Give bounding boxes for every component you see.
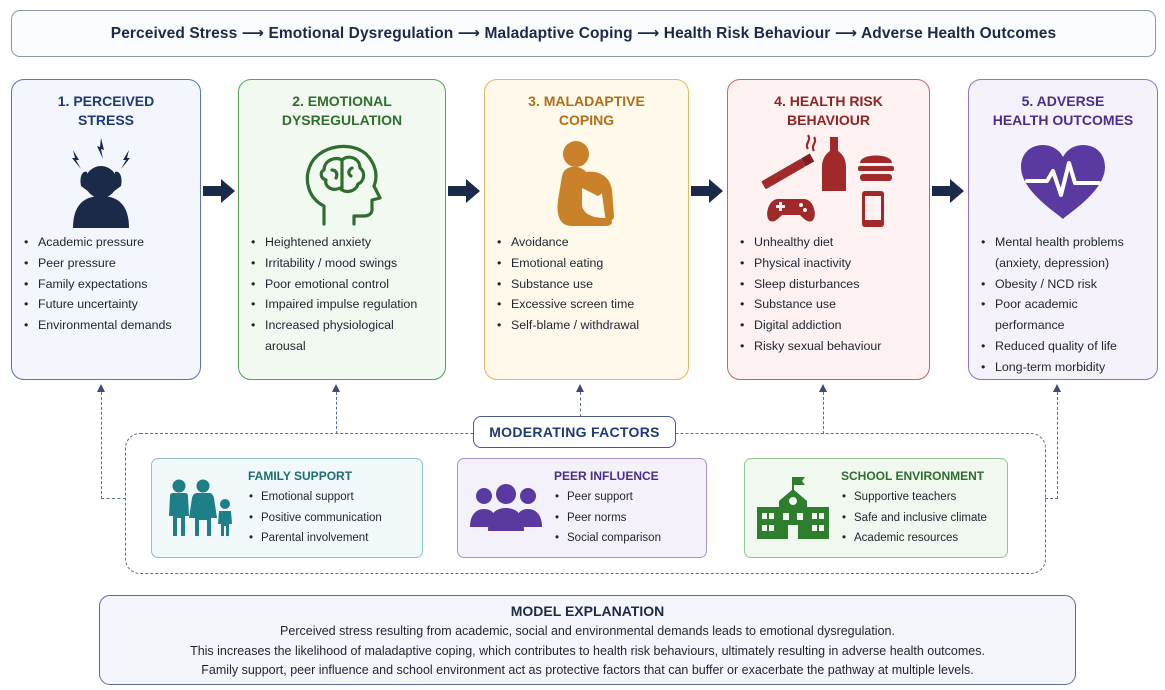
connector-line: [823, 392, 824, 434]
list-item: Physical inactivity: [738, 253, 919, 274]
list-item: Emotional eating: [495, 253, 678, 274]
list-item: Peer norms: [554, 508, 661, 529]
school-building-icon: [757, 477, 829, 539]
list-item: Safe and inclusive climate: [841, 508, 987, 529]
explanation-line: Family support, peer influence and schoo…: [201, 663, 974, 677]
list-item: Social comparison: [554, 528, 661, 549]
brain-head-icon: [305, 144, 382, 226]
list-item: Self-blame / withdrawal: [495, 315, 678, 336]
factor-title: SCHOOL ENVIRONMENT: [841, 469, 985, 484]
list-item: Increased physiological arousal: [249, 315, 435, 357]
arrow-right-icon: [932, 179, 964, 203]
list-item: Risky sexual behaviour: [738, 336, 919, 357]
list-item: Environmental demands: [22, 315, 190, 336]
arrow-right-icon: [203, 179, 235, 203]
list-item: Family expectations: [22, 274, 190, 295]
withdrawn-person-icon: [557, 141, 614, 226]
stage-title: 5. ADVERSE HEALTH OUTCOMES: [992, 93, 1134, 128]
stage-maladaptive-coping: 3. MALADAPTIVE COPING Avoidance Emotiona…: [484, 79, 689, 380]
factor-peer-influence: PEER INFLUENCE Peer support Peer norms S…: [457, 458, 707, 558]
heart-pulse-icon: [1021, 145, 1105, 219]
connector-line: [336, 392, 337, 434]
explanation-line: This increases the likelihood of maladap…: [190, 643, 985, 658]
list-item: Emotional support: [248, 487, 382, 508]
list-item: Unhealthy diet: [738, 232, 919, 253]
risk-behaviours-icon: [761, 134, 894, 227]
list-item: Positive communication: [248, 508, 382, 529]
arrow-up-icon: [97, 384, 105, 392]
connector-line: [101, 392, 102, 499]
list-item: Academic pressure: [22, 232, 190, 253]
stage-title: 2. EMOTIONAL DYSREGULATION: [281, 93, 403, 128]
model-explanation: MODEL EXPLANATION Perceived stress resul…: [99, 595, 1076, 685]
moderating-factors-title: MODERATING FACTORS: [473, 416, 676, 448]
stage-title: 4. HEALTH RISK BEHAVIOUR: [774, 93, 883, 128]
list-item: Supportive teachers: [841, 487, 987, 508]
list-item: Excessive screen time: [495, 294, 678, 315]
explanation-line: Perceived stress resulting from academic…: [280, 624, 895, 638]
list-item: Long-term morbidity: [979, 357, 1147, 378]
connector-line: [1057, 392, 1058, 499]
pathway-banner: Perceived Stress ⟶ Emotional Dysregulati…: [11, 10, 1156, 57]
arrow-up-icon: [1053, 384, 1061, 392]
stressed-person-icon: [72, 138, 130, 228]
list-item: Peer support: [554, 487, 661, 508]
list-item: Poor emotional control: [249, 274, 435, 295]
list-item: Substance use: [495, 274, 678, 295]
stage-adverse-health-outcomes: 5. ADVERSE HEALTH OUTCOMES Mental health…: [968, 79, 1158, 380]
list-item: Impaired impulse regulation: [249, 294, 435, 315]
list-item: Digital addiction: [738, 315, 919, 336]
list-item: Mental health problems (anxiety, depress…: [979, 232, 1147, 274]
arrow-up-icon: [819, 384, 827, 392]
arrow-up-icon: [332, 384, 340, 392]
peer-group-icon: [470, 484, 542, 531]
connector-line: [580, 392, 581, 417]
factor-school-environment: SCHOOL ENVIRONMENT Supportive teachers S…: [744, 458, 1008, 558]
stage-emotional-dysregulation: 2. EMOTIONAL DYSREGULATION Heightened an…: [238, 79, 446, 380]
list-item: Future uncertainty: [22, 294, 190, 315]
stage-health-risk-behaviour: 4. HEALTH RISK BEHAVIOUR: [727, 79, 930, 380]
list-item: Poor academic performance: [979, 294, 1147, 336]
list-item: Parental involvement: [248, 528, 382, 549]
explanation-title: MODEL EXPLANATION: [510, 603, 665, 619]
connector-line: [1045, 498, 1058, 499]
stage-title: 3. MALADAPTIVE COPING: [528, 93, 645, 128]
list-item: Reduced quality of life: [979, 336, 1147, 357]
list-item: Sleep disturbances: [738, 274, 919, 295]
list-item: Heightened anxiety: [249, 232, 435, 253]
arrow-right-icon: [691, 179, 723, 203]
list-item: Obesity / NCD risk: [979, 274, 1147, 295]
stage-perceived-stress: 1. PERCEIVED STRESS Academic pressure Pe…: [11, 79, 201, 380]
connector-line: [101, 498, 126, 499]
list-item: Academic resources: [841, 528, 987, 549]
list-item: Peer pressure: [22, 253, 190, 274]
stage-title: 1. PERCEIVED STRESS: [57, 93, 155, 128]
arrow-up-icon: [576, 384, 584, 392]
factor-title: PEER INFLUENCE: [554, 469, 659, 484]
factor-family-support: FAMILY SUPPORT Emotional support Positiv…: [151, 458, 423, 558]
arrow-right-icon: [448, 179, 480, 203]
list-item: Substance use: [738, 294, 919, 315]
list-item: Irritability / mood swings: [249, 253, 435, 274]
family-icon: [169, 479, 232, 536]
list-item: Avoidance: [495, 232, 678, 253]
factor-title: FAMILY SUPPORT: [248, 469, 353, 484]
